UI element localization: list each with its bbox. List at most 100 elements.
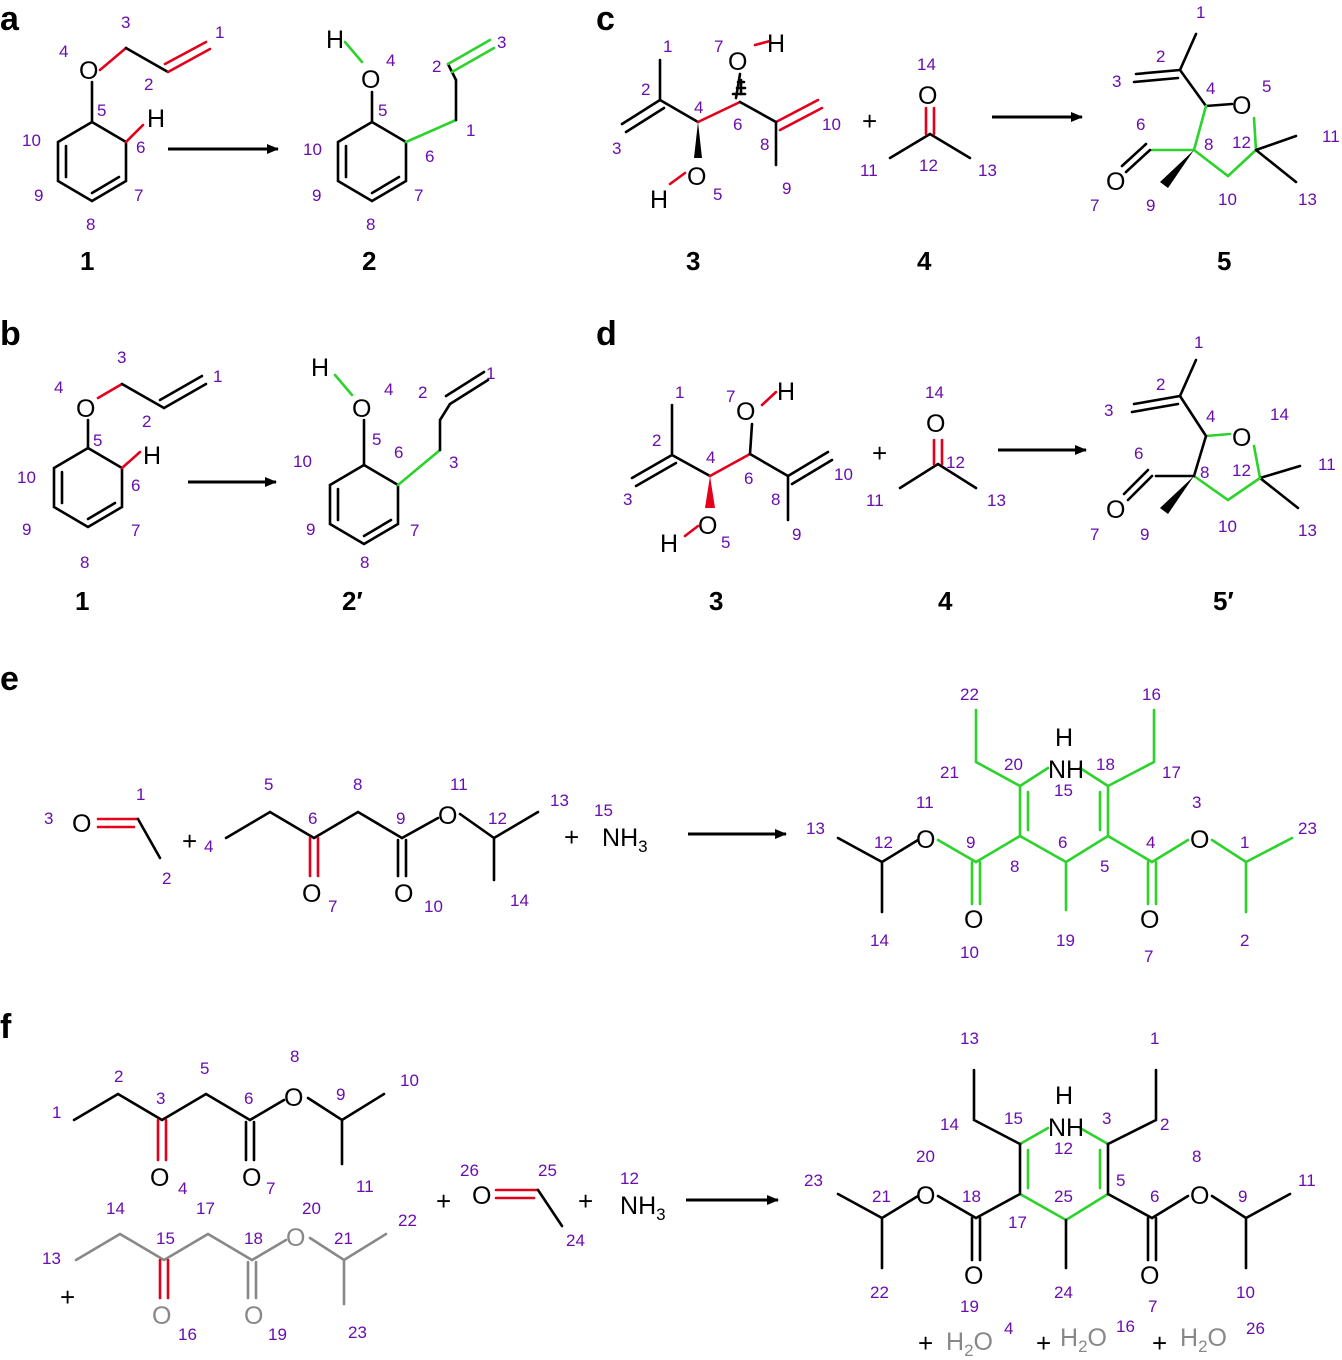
atom-number-label: 5 (264, 775, 273, 794)
bond (1106, 708, 1156, 788)
atom-number-label: 2 (432, 57, 441, 76)
bond (158, 374, 208, 410)
bond (970, 860, 982, 906)
panel-label-c: c (596, 0, 615, 38)
bond (1178, 68, 1208, 108)
atom-number-label: 4 (204, 837, 213, 856)
atom-number-label: 4 (59, 42, 68, 61)
atom-number-label: 13 (987, 491, 1006, 510)
atom-number-label: 7 (410, 521, 419, 540)
atom-label: O (152, 1302, 171, 1330)
bond (1146, 1216, 1158, 1262)
atom-number-label: 9 (1146, 196, 1155, 215)
atom-number-label: 20 (1004, 755, 1023, 774)
atom-number-label: 11 (1318, 455, 1336, 474)
bond (1132, 68, 1182, 84)
atom-number-label: 1 (1150, 1029, 1159, 1048)
atom-number-label: 6 (1136, 115, 1145, 134)
atom-number-label: 12 (620, 1169, 639, 1188)
acetaldehyde-f: O 26 25 24 (460, 1161, 585, 1250)
bond (124, 123, 145, 144)
plus-sign: + (862, 106, 877, 136)
atom-number-label: 2 (144, 75, 153, 94)
atom-number-label: 6 (1134, 444, 1143, 463)
atom-number-label: 13 (1298, 521, 1317, 540)
bond (1146, 860, 1158, 906)
bond (1122, 468, 1154, 502)
panel-label-f: f (0, 1008, 12, 1046)
bond (1106, 1068, 1158, 1146)
atom-number-label: 4 (1146, 833, 1155, 852)
atom-number-label: 3 (623, 490, 632, 509)
atom-label: NH (1048, 1114, 1084, 1142)
atom-label: O (1190, 1182, 1209, 1210)
ketoester-f-1: O O O 1 2 3 4 5 6 7 8 9 10 11 (52, 1047, 419, 1198)
atom-number-label: 1 (215, 23, 224, 42)
atom-number-label: 5 (200, 1059, 209, 1078)
atom-number-label: 8 (1010, 857, 1019, 876)
atom-number-label: 1 (213, 367, 222, 386)
atom-number-label: 15 (156, 1229, 175, 1248)
atom-number-label: 2 (162, 869, 171, 888)
atom-number-label: 7 (328, 897, 337, 916)
atom-number-label: 13 (1298, 190, 1317, 209)
atom-label: O (728, 48, 747, 76)
bond (396, 448, 442, 487)
atom-number-label: 11 (860, 161, 878, 180)
atom-number-label: 12 (874, 833, 893, 852)
atom-label: O (918, 82, 937, 110)
plus-sign: + (182, 826, 197, 856)
atom-number-label: 11 (356, 1177, 374, 1196)
bond (970, 1216, 982, 1262)
atom-number-label: 8 (760, 135, 769, 154)
bond (163, 40, 212, 74)
atom-number-label: 3 (156, 1089, 165, 1108)
atom-number-label: 21 (872, 1187, 891, 1206)
atom-label: H (147, 105, 165, 133)
atom-label: H (143, 442, 161, 470)
bond (1026, 790, 1102, 832)
dihydropyridine-f: H NH O O O O 13 1 14 15 12 3 2 20 8 23 2… (804, 1029, 1316, 1316)
bond (1160, 150, 1194, 188)
atom-number-label: 5 (1262, 77, 1271, 96)
atom-number-label: 14 (925, 383, 944, 402)
atom-number-label: 13 (978, 161, 997, 180)
atom-number-label: 13 (960, 1029, 979, 1048)
bond (620, 98, 666, 134)
plus-sign: + (1152, 1328, 1167, 1358)
atom-label: O (1140, 1262, 1159, 1290)
bond (72, 1092, 252, 1122)
atom-label: O (916, 1182, 935, 1210)
atom-number-label: 23 (1298, 819, 1317, 838)
atom-number-label: 25 (538, 1161, 557, 1180)
atom-number-label: 3 (1112, 72, 1121, 91)
compound-label: 5 (1217, 246, 1231, 276)
atom-number-label: 1 (1194, 333, 1203, 352)
atom-label: O (1232, 92, 1251, 120)
bond (668, 171, 687, 186)
atom-label: O (284, 1084, 303, 1112)
bond (924, 106, 936, 136)
atom-number-label: 23 (804, 1171, 823, 1190)
atom-number-label: 9 (306, 520, 315, 539)
bond (308, 836, 320, 878)
bond (246, 1260, 258, 1300)
atom-number-label: 1 (136, 785, 145, 804)
panel-a: a O H 1 2 3 4 5 6 7 8 9 10 1 (0, 0, 506, 276)
atom-number-label: 10 (1218, 190, 1237, 209)
atom-number-label: 18 (962, 1187, 981, 1206)
bond (1018, 766, 1110, 788)
atom-number-label: 10 (1236, 1283, 1255, 1302)
panel-label-a: a (0, 0, 20, 38)
atom-number-label: 14 (510, 891, 529, 910)
bond (158, 1258, 170, 1300)
atom-number-label: 6 (131, 476, 140, 495)
atom-number-label: 4 (178, 1179, 187, 1198)
atom-number-label: 8 (353, 775, 362, 794)
atom-number-label: 5 (1116, 1171, 1125, 1190)
atom-number-label: 7 (414, 186, 423, 205)
bond (224, 810, 404, 840)
atom-number-label: 7 (266, 1179, 275, 1198)
plus-sign: + (1036, 1328, 1051, 1358)
atom-number-label: 8 (86, 215, 95, 234)
